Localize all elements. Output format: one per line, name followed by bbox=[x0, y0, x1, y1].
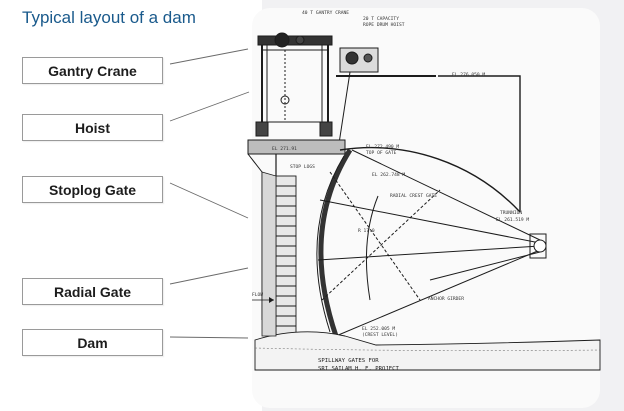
leader-gantry-crane bbox=[169, 48, 249, 65]
note-top-of-gate: TOP OF GATE bbox=[366, 150, 397, 156]
caption-line-1: SPILLWAY GATES FOR bbox=[318, 358, 379, 364]
leader-stoplog-gate bbox=[169, 182, 249, 219]
note-el-top: EL 276.050 M bbox=[452, 72, 485, 78]
gantry-crane bbox=[255, 32, 333, 137]
note-hoist-type: ROPE DRUM HOIST bbox=[363, 22, 405, 28]
caption-line-2: SRI SAILAM H. E. PROJECT bbox=[318, 366, 399, 372]
stoplog-gate bbox=[275, 175, 297, 337]
label-gantry-crane: Gantry Crane bbox=[22, 57, 163, 84]
note-el-gate-top: EL 272.490 M bbox=[366, 144, 399, 150]
label-dam: Dam bbox=[22, 329, 163, 356]
leader-dam bbox=[169, 336, 249, 339]
radial-gate bbox=[316, 147, 547, 337]
label-stoplog-gate: Stoplog Gate bbox=[22, 176, 163, 203]
leader-hoist bbox=[169, 91, 250, 122]
label-hoist: Hoist bbox=[22, 114, 163, 141]
note-crest-level: (CREST LEVEL) bbox=[362, 332, 398, 338]
note-flow: FLOW bbox=[252, 292, 263, 298]
note-trunnion: TRUNNION bbox=[500, 210, 522, 216]
note-anchor-girder: ANCHOR GIRDER bbox=[428, 296, 464, 302]
note-radial-crest-gate: RADIAL CREST GATE bbox=[390, 193, 437, 199]
leader-lines bbox=[169, 48, 250, 339]
label-radial-gate: Radial Gate bbox=[22, 278, 163, 305]
note-el-sill: EL 252.005 M bbox=[362, 326, 395, 332]
note-el-crest: EL 262.748 M bbox=[372, 172, 405, 178]
note-deck-level: EL 271.91 bbox=[272, 146, 297, 152]
leader-radial-gate bbox=[169, 267, 249, 285]
dam-body bbox=[252, 171, 601, 371]
note-trunnion-el: EL 261.519 M bbox=[496, 217, 529, 223]
page-title: Typical layout of a dam bbox=[22, 8, 196, 27]
note-hoist-capacity: 20 T CAPACITY bbox=[363, 16, 399, 22]
note-gantry-crane: 40 T GANTRY CRANE bbox=[302, 10, 349, 16]
hoist bbox=[336, 47, 436, 151]
note-stop-logs: STOP LOGS bbox=[290, 164, 315, 170]
note-radius: R 17.0 bbox=[358, 228, 375, 234]
